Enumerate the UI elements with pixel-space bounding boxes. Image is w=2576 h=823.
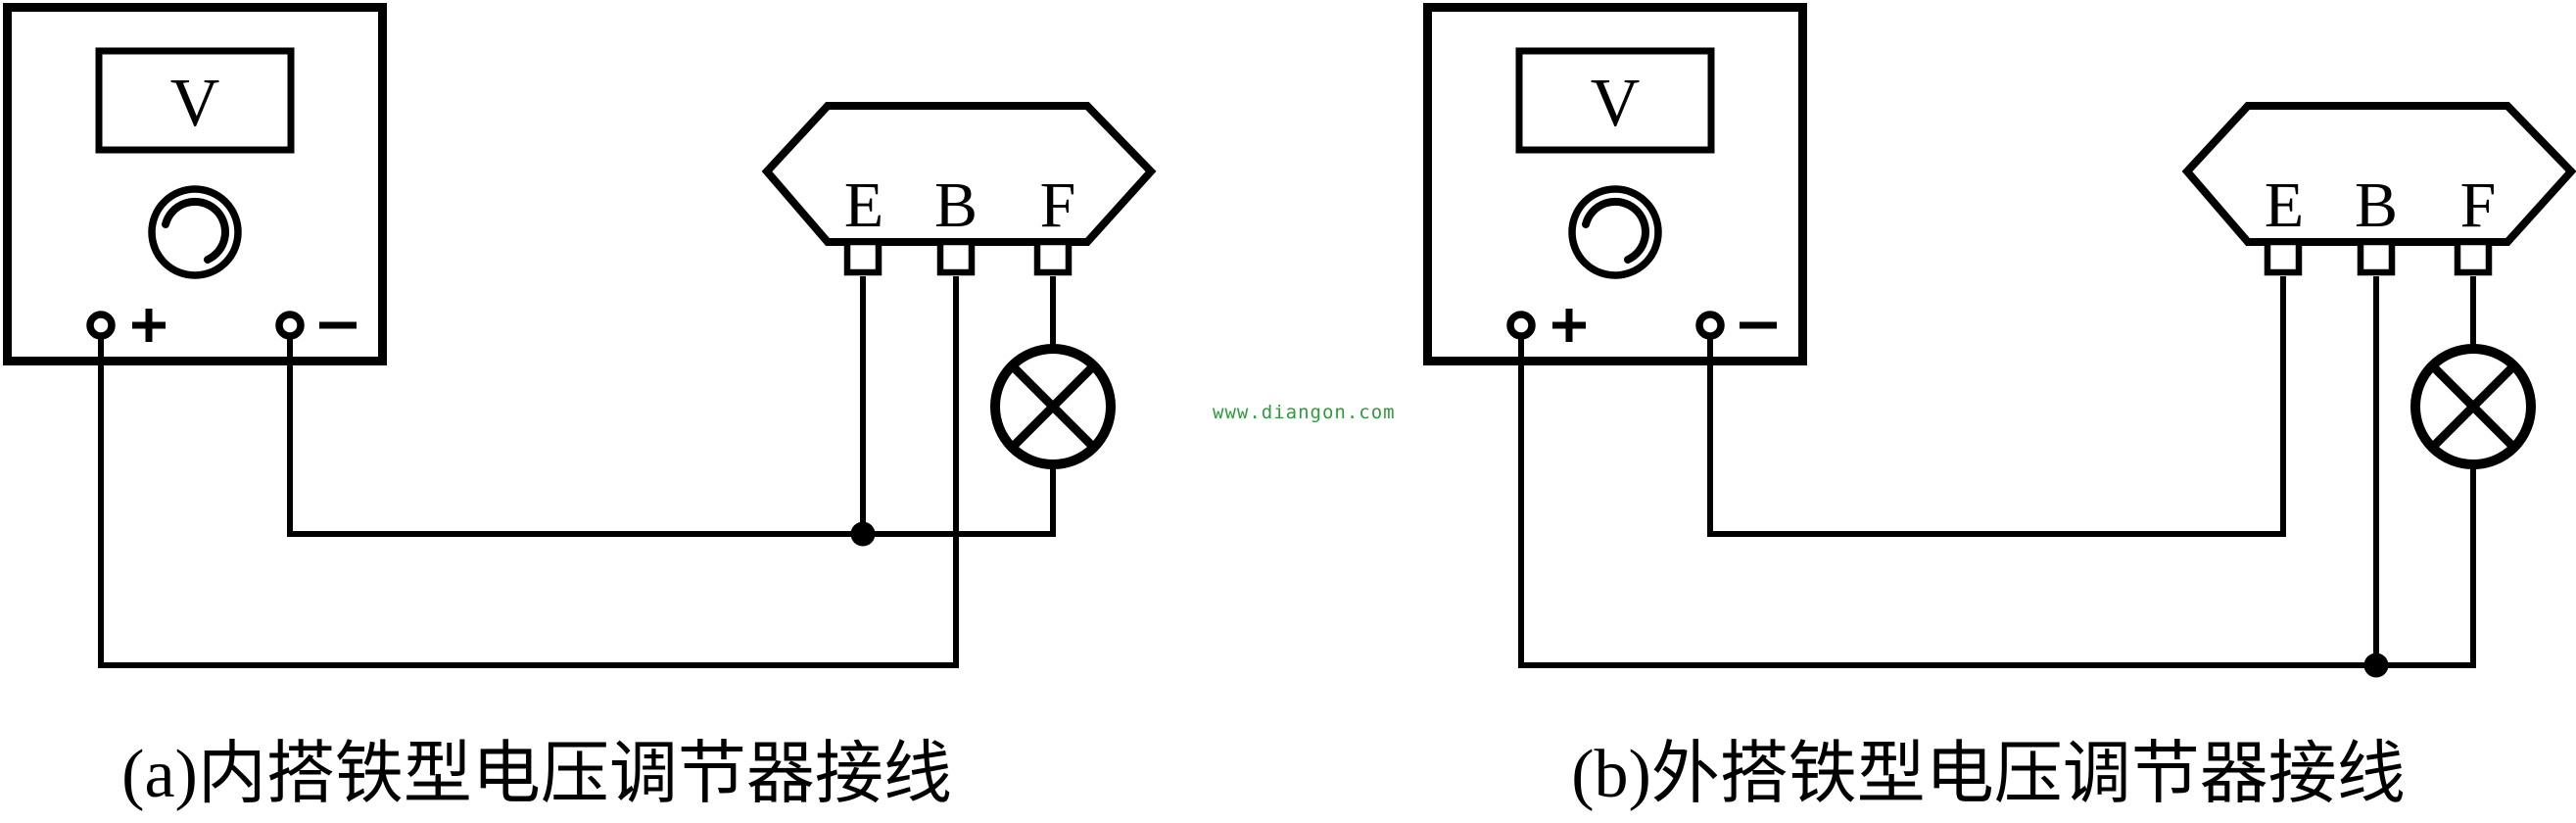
terminal-tab-B <box>2357 238 2396 276</box>
terminal-label-E: E <box>2265 169 2304 241</box>
regulator-body <box>2181 102 2576 246</box>
wire-positive-to-lamp <box>1518 337 2476 668</box>
adjust-knob-icon <box>148 185 242 279</box>
positive-terminal <box>1506 311 1536 340</box>
negative-terminal <box>1695 311 1725 340</box>
meter-display <box>95 47 295 154</box>
diagram-b: V E B F (b <box>1423 3 2576 812</box>
regulator-connector-b: E B F <box>2181 102 2576 276</box>
test-lamp-a <box>990 344 1116 469</box>
test-lamp-b <box>2410 344 2536 469</box>
terminal-label-F: F <box>2460 169 2497 241</box>
wire-negative-to-lamp <box>287 337 1056 537</box>
plus-sign-icon <box>132 309 166 342</box>
meter-unit-label: V <box>1591 66 1641 141</box>
meter-display <box>1515 47 1715 154</box>
adjust-knob-icon <box>1568 185 1662 279</box>
plus-sign-icon <box>1552 309 1586 342</box>
voltmeter-case <box>1423 3 1807 365</box>
lamp-cross-icon <box>2428 362 2518 452</box>
terminal-tab-B <box>936 238 976 276</box>
positive-terminal <box>86 311 116 340</box>
junction-dot <box>2363 653 2389 678</box>
terminal-tab-E <box>2264 238 2303 276</box>
wire-positive-to-B <box>98 276 959 668</box>
lamp-cross-icon <box>1008 362 1098 452</box>
junction-dot <box>850 521 876 547</box>
terminal-label-F: F <box>1040 169 1076 241</box>
negative-terminal <box>275 311 305 340</box>
diagram-a: V E B F (a <box>3 3 1157 812</box>
voltmeter-a: V <box>3 3 387 365</box>
terminal-tab-E <box>843 238 883 276</box>
voltmeter-b: V <box>1423 3 1807 365</box>
terminal-label-B: B <box>2355 169 2398 241</box>
regulator-connector-a: E B F <box>761 102 1157 276</box>
voltmeter-case <box>3 3 387 365</box>
watermark-text: www.diangon.com <box>1213 402 1396 423</box>
caption-a: (a)内搭铁型电压调节器接线 <box>121 737 952 812</box>
terminal-label-B: B <box>934 169 978 241</box>
knob-pointer-arc-icon <box>162 197 229 264</box>
terminal-tab-F <box>1033 238 1073 276</box>
meter-unit-label: V <box>170 66 220 141</box>
regulator-body <box>761 102 1157 246</box>
terminal-tab-F <box>2454 238 2493 276</box>
wire-negative-to-E <box>1707 276 2286 537</box>
caption-b: (b)外搭铁型电压调节器接线 <box>1571 737 2406 812</box>
knob-pointer-arc-icon <box>1582 197 1649 264</box>
terminal-label-E: E <box>844 169 883 241</box>
